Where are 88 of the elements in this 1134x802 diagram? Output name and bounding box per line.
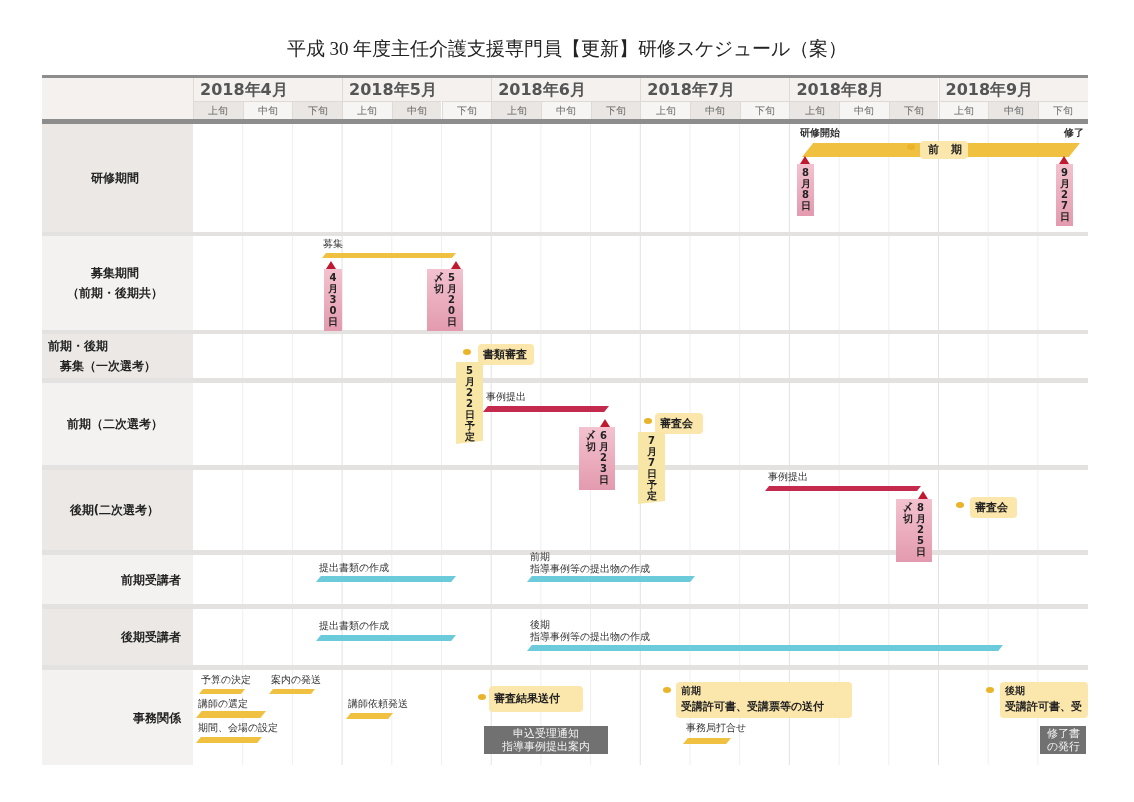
callout-text: 受講許可書、受講票等の送付 [681, 699, 825, 714]
bar-label: 講師依頼発送 [348, 698, 408, 710]
date-tag [427, 269, 463, 331]
month-header: 2018年9月 [938, 78, 1088, 101]
title: 平成 30 年度主任介護支援専門員【更新】研修スケジュール（案） [285, 37, 849, 61]
period-header: 下旬 [1037, 101, 1088, 119]
notice-text: 指導事例提出案内 [501, 740, 591, 753]
callout-box: 審査会 [970, 497, 1017, 518]
period-header: 中旬 [391, 101, 442, 119]
bar-label: 事務局打合せ [686, 722, 746, 734]
callout-box [676, 682, 852, 718]
deadline-text: 〆切 [433, 272, 444, 296]
date-text: 8月8日 [800, 167, 811, 213]
date-text: 6月23日 [598, 430, 609, 487]
period-header: 上旬 [342, 101, 392, 119]
date-text: 5月22日予定 [464, 365, 475, 444]
period-header: 上旬 [193, 101, 243, 119]
bar-label: 指導事例等の提出物の作成 [530, 563, 650, 575]
header-text: 募集期間 [90, 265, 139, 282]
callout-box [1000, 682, 1088, 718]
period-header: 中旬 [242, 101, 293, 119]
callout-box: 審査会 [655, 413, 703, 434]
bar-label: 提出書類の作成 [319, 620, 389, 632]
notice-text: 修了書 [1045, 727, 1081, 740]
header-text: 募集（一次選考） [59, 358, 156, 375]
date-text: 7月7日予定 [646, 435, 657, 503]
period-header: 上旬 [491, 101, 541, 119]
bar-label: 事例提出 [768, 471, 808, 483]
period-header: 下旬 [590, 101, 641, 119]
date-text: 8月25日 [915, 502, 926, 559]
month-header: 2018年7月 [640, 78, 790, 101]
row-header: 後期(二次選考） [42, 470, 193, 550]
callout-text: 受講許可書、受 [1005, 699, 1083, 714]
month-header: 2018年8月 [789, 78, 939, 101]
period-header: 上旬 [640, 101, 690, 119]
row-header: 事務関係 [42, 670, 193, 765]
period-header: 中旬 [839, 101, 889, 119]
bar-label: 事例提出 [486, 391, 526, 403]
bar-label: 前期 [530, 551, 551, 563]
date-tag [896, 499, 932, 562]
header-text: 前期・後期 [48, 338, 108, 355]
bar-label: 後期 [530, 619, 551, 631]
bar-label: 講師の選定 [198, 698, 248, 710]
period-header: 中旬 [988, 101, 1038, 119]
deadline-text: 〆切 [902, 502, 913, 526]
bar-label: 予算の決定 [201, 674, 251, 686]
period-header: 中旬 [690, 101, 740, 119]
period-header: 下旬 [888, 101, 939, 119]
date-tag [579, 427, 615, 490]
date-text: 9月27日 [1059, 167, 1070, 224]
period-header: 下旬 [441, 101, 492, 119]
bar-label: 期間、会場の設定 [198, 722, 278, 734]
callout-heading: 後期 [1005, 684, 1026, 698]
period-header: 下旬 [292, 101, 343, 119]
row-header: 前期（二次選考） [42, 383, 193, 465]
month-header: 2018年5月 [342, 78, 492, 101]
date-tag [456, 362, 483, 444]
header-text: （前期・後期共） [66, 285, 163, 302]
date-tag [638, 432, 665, 504]
bar-label: 案内の発送 [271, 674, 321, 686]
month-header: 2018年6月 [491, 78, 641, 101]
row-header [42, 236, 193, 330]
deadline-text: 〆切 [585, 430, 596, 454]
row-header: 後期受講者 [42, 609, 193, 665]
row-header [42, 334, 193, 378]
callout-box: 前期 [920, 141, 968, 159]
notice-text: の発行 [1045, 740, 1081, 753]
row-header: 研修期間 [42, 124, 193, 232]
notice-text: 申込受理通知 [512, 727, 580, 740]
date-text: 4月30日 [328, 272, 338, 329]
bar-label: 修了 [1064, 126, 1084, 140]
month-header: 2018年4月 [193, 78, 343, 101]
date-text: 5月20日 [446, 272, 457, 329]
period-header: 中旬 [540, 101, 591, 119]
date-tag [324, 269, 342, 331]
callout-heading: 前期 [681, 684, 702, 698]
callout-box: 書類審査 [478, 344, 534, 365]
notice-box [1040, 726, 1086, 754]
bar-label: 指導事例等の提出物の作成 [530, 631, 650, 643]
bar-label: 募集 [323, 238, 343, 250]
bar-label: 研修開始 [800, 126, 840, 140]
period-header: 上旬 [789, 101, 840, 119]
period-header: 下旬 [739, 101, 790, 119]
bar-label: 提出書類の作成 [319, 562, 389, 574]
period-header: 上旬 [938, 101, 989, 119]
row-header: 前期受講者 [42, 555, 193, 604]
callout-box: 審査結果送付 [489, 686, 583, 712]
notice-box [484, 726, 608, 754]
